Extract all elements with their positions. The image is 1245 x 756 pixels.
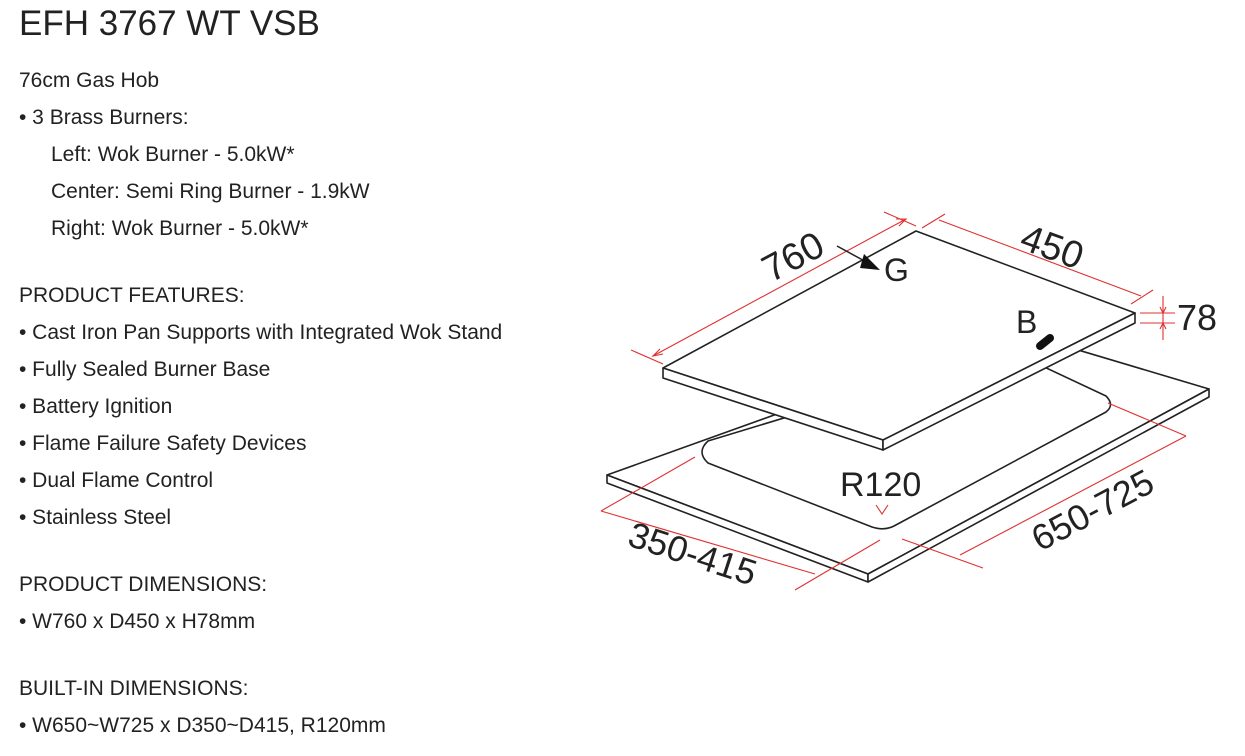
builtin-dimensions-value: • W650~W725 x D350~D415, R120mm <box>19 714 386 737</box>
features-heading: PRODUCT FEATURES: <box>19 284 245 307</box>
cutout-opening <box>701 349 1112 530</box>
battery-slot-icon <box>1036 334 1054 350</box>
hob-top-plate <box>662 230 1136 451</box>
burner-center: Center: Semi Ring Burner - 1.9kW <box>51 180 370 203</box>
burner-left: Left: Wok Burner - 5.0kW* <box>51 143 295 166</box>
radius-label: R120 <box>840 466 921 504</box>
feature-item: • Flame Failure Safety Devices <box>19 432 307 455</box>
gas-inlet-label: G <box>884 252 909 288</box>
dimension-lines <box>600 211 1187 591</box>
product-dimensions-heading: PRODUCT DIMENSIONS: <box>19 573 268 596</box>
product-dimensions-value: • W760 x D450 x H78mm <box>19 610 256 633</box>
dimension-label-height: 78 <box>1177 297 1217 338</box>
burner-right: Right: Wok Burner - 5.0kW* <box>51 217 309 240</box>
feature-item: • Fully Sealed Burner Base <box>19 358 271 381</box>
burners-heading: • 3 Brass Burners: <box>19 106 189 129</box>
battery-label: B <box>1016 304 1037 340</box>
countertop-panel <box>606 329 1210 583</box>
builtin-dimensions-heading: BUILT-IN DIMENSIONS: <box>19 677 249 700</box>
feature-item: • Cast Iron Pan Supports with Integrated… <box>19 321 503 344</box>
feature-item: • Battery Ignition <box>19 395 173 418</box>
feature-item: • Dual Flame Control <box>19 469 214 492</box>
feature-item: • Stainless Steel <box>19 506 172 529</box>
product-title: EFH 3767 WT VSB <box>19 4 320 43</box>
gas-inlet-arrow-icon <box>836 245 880 270</box>
dimension-label-width: 760 <box>756 224 832 291</box>
dimension-label-depth: 450 <box>1015 217 1089 278</box>
hob-dimension-diagram: 760 450 78 G B R120 650-725 350-415 <box>600 211 1217 593</box>
product-subtitle: 76cm Gas Hob <box>19 69 160 92</box>
